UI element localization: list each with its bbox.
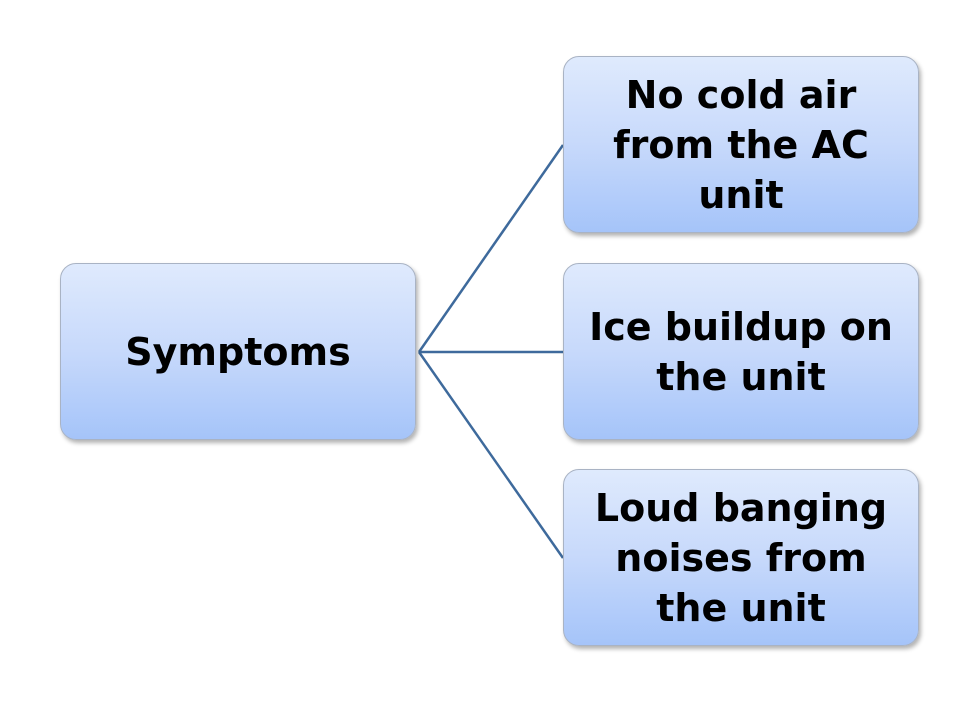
root-node-symptoms: Symptoms [60, 263, 416, 440]
child-node-ice-buildup: Ice buildup on the unit [563, 263, 919, 440]
child-label: Loud banging noises from the unit [594, 485, 888, 630]
child-node-loud-banging: Loud banging noises from the unit [563, 469, 919, 646]
connector-1 [417, 144, 565, 353]
child-node-no-cold-air: No cold air from the AC unit [563, 56, 919, 233]
root-label: Symptoms [125, 329, 351, 374]
child-label: No cold air from the AC unit [613, 72, 869, 217]
connector-3 [417, 351, 565, 559]
child-label: Ice buildup on the unit [589, 304, 893, 399]
